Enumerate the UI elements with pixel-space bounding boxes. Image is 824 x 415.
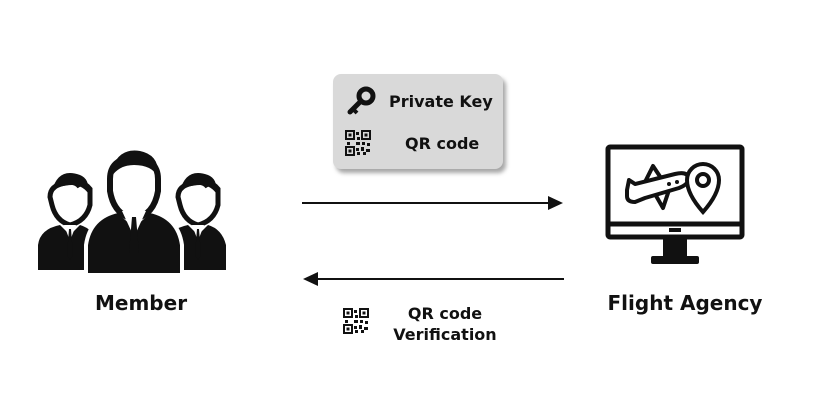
verification-label: QR code Verification [389,303,501,345]
credentials-box: Private Key QR code [333,74,503,169]
qr-code-icon [345,130,371,156]
verification-line-1: QR code [407,304,483,323]
member-label: Member [95,291,188,315]
response-arrow-left [303,272,564,286]
verification-qr-code-icon [343,308,369,334]
flight-agency-monitor-icon [605,144,745,264]
flight-agency-label: Flight Agency [607,291,763,315]
private-key-label: Private Key [389,92,493,111]
center-person [84,150,184,275]
key-icon [347,86,376,115]
left-person [38,173,98,270]
qr-code-label: QR code [405,134,480,153]
member-people-icon [38,150,226,275]
location-pin-icon [684,162,722,216]
verification-line-2: Verification [393,325,497,344]
request-arrow-right [302,196,563,210]
